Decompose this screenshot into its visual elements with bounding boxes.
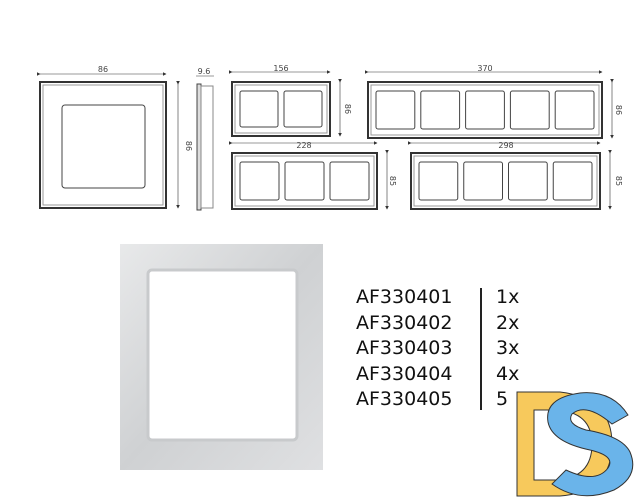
dim-4gang-height: 85 [614,176,623,186]
module-opening [554,90,595,130]
five-gang-frame-drawing [365,70,614,139]
module-opening [509,90,550,130]
module-opening [552,161,593,201]
module-opening [463,161,503,201]
module-opening [239,90,279,128]
module-opening [465,90,505,130]
dim-5gang-width: 370 [477,64,492,73]
gang-count: 2x [496,311,520,334]
dim-5gang-height: 86 [614,105,623,115]
dim-3gang-width: 228 [296,141,311,150]
module-opening [283,90,323,128]
module-opening [508,161,548,201]
model-code: AF330402 [356,311,453,334]
model-list: AF330401 AF330402 AF330403 AF330404 AF33… [356,285,452,413]
side-view-drawing [196,75,214,211]
two-gang-frame-drawing [229,70,342,137]
gang-count-list: 1x 2x 3x 4x 5 [496,285,519,413]
dim-2gang-width: 156 [273,64,288,73]
dim-single-height: 86 [184,141,193,151]
model-code: AF330403 [356,337,453,359]
gang-count: 1x [496,286,520,308]
module-opening [329,161,370,201]
model-code: AF330401 [356,286,453,308]
gang-count: 3x [496,337,520,359]
module-opening [284,161,325,201]
dim-2gang-height: 86 [343,104,352,114]
module-opening [420,90,461,130]
model-code: AF330404 [356,362,453,385]
gang-count: 5 [496,388,509,410]
module-opening [239,161,280,201]
gang-count: 4x [496,362,520,385]
single-frame-drawing [37,72,180,209]
dim-3gang-height: 85 [388,176,397,186]
module-opening [418,161,459,201]
ds-logo [516,391,634,497]
divider [480,288,482,410]
model-code: AF330405 [356,388,453,410]
dim-4gang-width: 298 [498,141,513,150]
module-opening [375,90,416,130]
dim-side-depth: 9.6 [198,67,211,76]
three-gang-frame-drawing [229,141,389,210]
dim-single-width: 86 [98,65,108,74]
four-gang-frame-drawing [408,141,612,210]
product-photo-frame [120,244,323,470]
